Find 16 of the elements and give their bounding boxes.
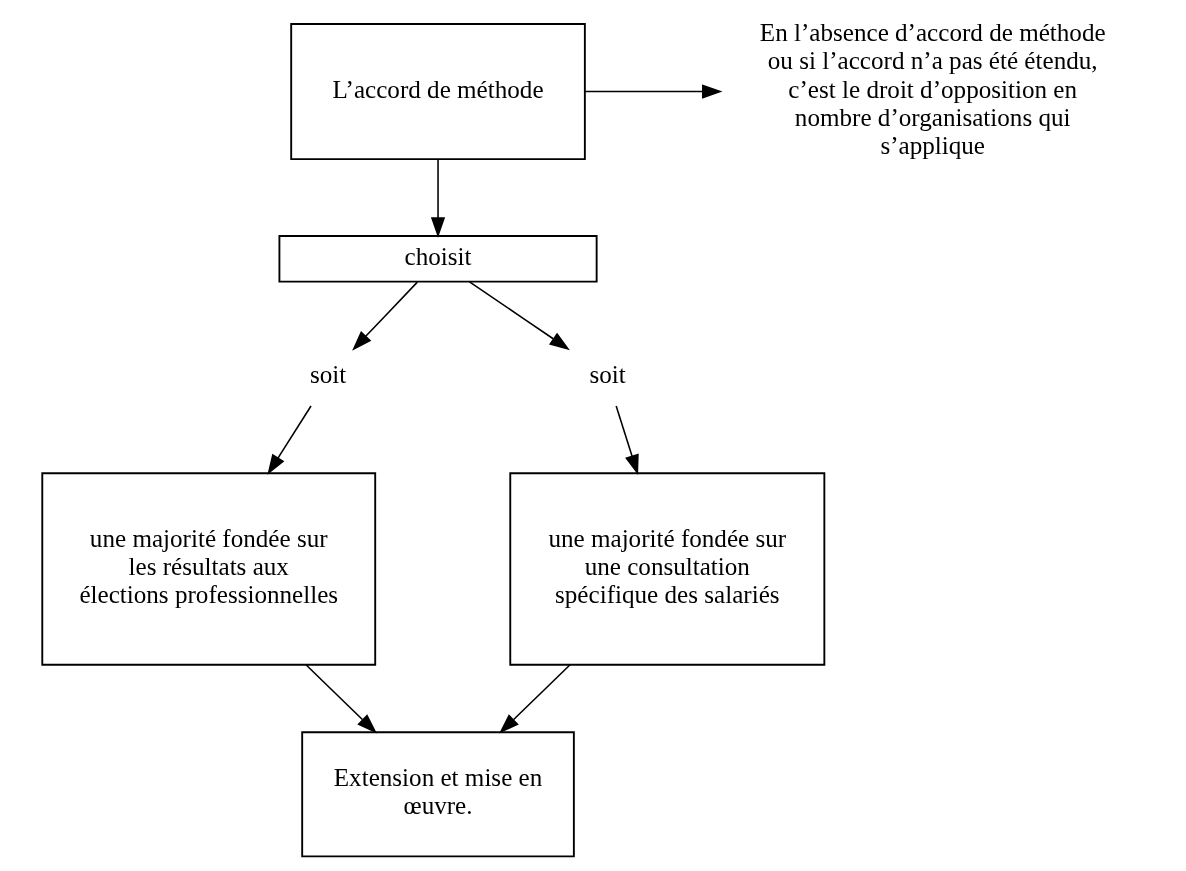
arrow <box>614 405 639 476</box>
node-text: soit <box>588 361 626 389</box>
arrow <box>304 664 377 734</box>
node-box: une majorité fondée sur une consultation spécifique des salariés <box>508 472 825 666</box>
arrow <box>351 281 418 351</box>
node-box: L’accord de méthode <box>289 23 586 161</box>
node-text: En l’absence d’accord de méthode ou si l’accord n’a pas été étendu, c’est le droit d’opposition en nombre d’organisations qui s’applique <box>759 19 1106 160</box>
node-box: une majorité fondée sur les résultats aux élections professionnelles <box>40 472 376 666</box>
arrow <box>583 84 722 99</box>
node-box: Extension et mise en œuvre. <box>300 731 575 858</box>
arrow <box>266 405 312 475</box>
node-text: soit <box>309 361 346 389</box>
arrow <box>468 281 570 351</box>
arrow <box>498 664 571 734</box>
node-box: choisit <box>278 235 598 283</box>
arrow <box>430 158 445 238</box>
